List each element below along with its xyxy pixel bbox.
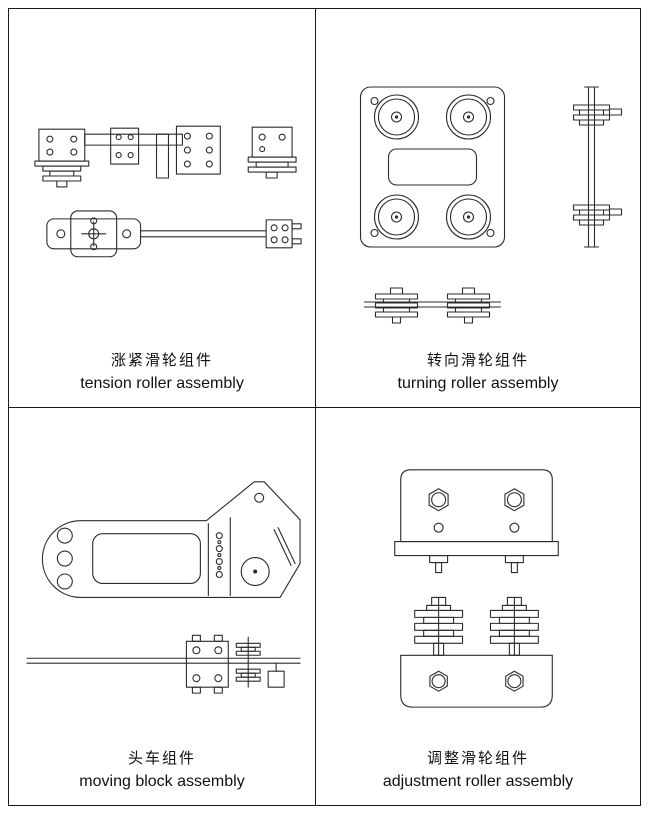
- tension-top-view: [34, 125, 221, 188]
- moving-block-carriage-view: [26, 634, 301, 694]
- tension-roller-label-en: tension roller assembly: [80, 375, 244, 392]
- adjustment-roller-drawing: [316, 408, 640, 747]
- panel-turning-roller: 转向滑轮组件 turning roller assembly: [316, 9, 640, 408]
- panel-moving-block: 头车组件 moving block assembly: [9, 408, 316, 805]
- adjustment-bracket-view: [394, 469, 559, 574]
- turning-roller-drawing: [316, 9, 640, 349]
- moving-block-drawing: [9, 408, 315, 747]
- moving-block-label-en: moving block assembly: [79, 773, 245, 790]
- caption-adjustment-roller: 调整滑轮组件 adjustment roller assembly: [316, 747, 640, 805]
- tension-side-view: [247, 126, 297, 179]
- tension-plan-view: [46, 210, 302, 258]
- turning-front-view: [363, 287, 502, 324]
- moving-block-label-zh: 头车组件: [127, 750, 196, 767]
- moving-block-assembly-figure: [26, 481, 301, 694]
- tension-roller-drawing: [9, 9, 315, 349]
- turning-roller-label-en: turning roller assembly: [397, 375, 559, 392]
- turning-side-view: [572, 86, 623, 248]
- tension-roller-assembly-figure: [34, 125, 302, 258]
- moving-block-plate-view: [41, 481, 301, 598]
- adjustment-roller-view: [400, 596, 553, 708]
- adjustment-roller-label-en: adjustment roller assembly: [382, 773, 574, 790]
- turning-roller-label-zh: 转向滑轮组件: [426, 352, 529, 369]
- tension-roller-label-zh: 涨紧滑轮组件: [110, 352, 213, 369]
- parts-diagram-sheet: 涨紧滑轮组件 tension roller assembly: [8, 8, 641, 806]
- caption-turning-roller: 转向滑轮组件 turning roller assembly: [316, 349, 640, 407]
- caption-moving-block: 头车组件 moving block assembly: [9, 747, 315, 805]
- adjustment-roller-label-zh: 调整滑轮组件: [426, 750, 529, 767]
- panel-adjustment-roller: 调整滑轮组件 adjustment roller assembly: [316, 408, 640, 805]
- turning-top-view: [359, 86, 506, 248]
- adjustment-roller-assembly-figure: [394, 469, 559, 708]
- panel-tension-roller: 涨紧滑轮组件 tension roller assembly: [9, 9, 316, 408]
- caption-tension-roller: 涨紧滑轮组件 tension roller assembly: [9, 349, 315, 407]
- turning-roller-assembly-figure: [359, 86, 623, 324]
